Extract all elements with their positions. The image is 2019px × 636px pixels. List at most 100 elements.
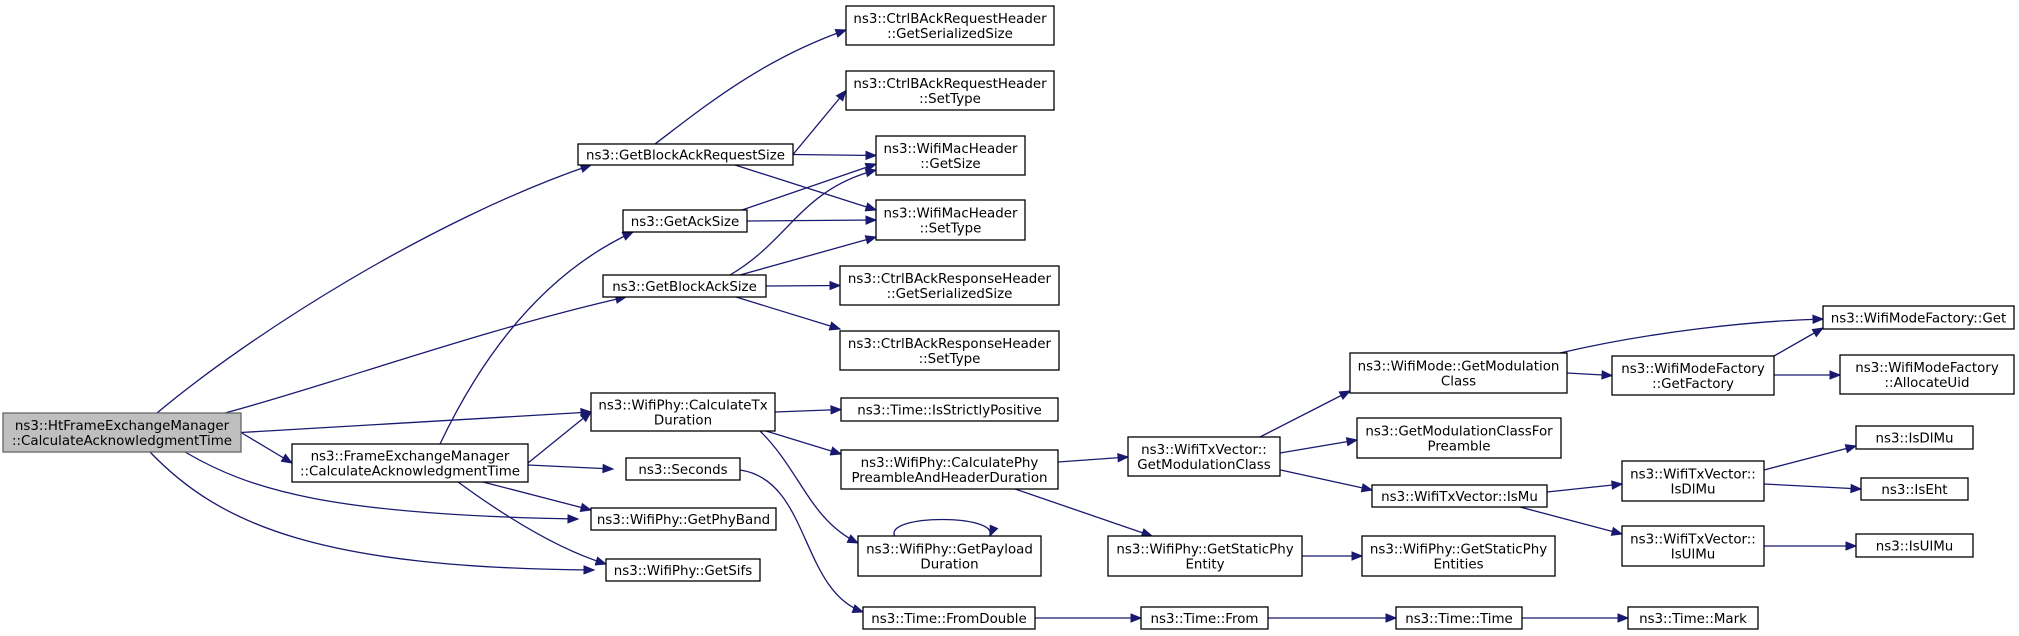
arrowhead-icon	[846, 534, 860, 544]
node-label-line: ns3::WifiMacHeader	[884, 207, 1018, 222]
node-from-double[interactable]: ns3::Time::FromDouble	[862, 606, 1036, 630]
node-is-dlmu[interactable]: ns3::IsDlMu	[1855, 425, 1974, 450]
node-seconds[interactable]: ns3::Seconds	[625, 457, 741, 481]
node-get-ba-size[interactable]: ns3::GetBlockAckSize	[602, 274, 767, 298]
edge-line	[734, 164, 877, 211]
node-label-line: ns3::WifiTxVector::	[1141, 443, 1267, 458]
node-box	[1822, 305, 2015, 330]
node-box	[1860, 477, 1969, 501]
node-box	[1349, 352, 1568, 394]
arrowhead-icon	[1850, 483, 1863, 494]
node-box	[291, 443, 529, 483]
node-factory-get[interactable]: ns3::WifiModeFactory::Get	[1822, 305, 2015, 330]
edge-get-bar-size-to-bar-ser	[654, 28, 848, 145]
node-label-line: ns3::IsEht	[1881, 483, 1947, 498]
node-box	[1611, 355, 1775, 396]
arrowhead-icon	[579, 502, 593, 512]
node-label-line: ns3::IsUlMu	[1876, 540, 1954, 555]
node-txv-ismu[interactable]: ns3::WifiTxVector::IsMu	[1371, 484, 1548, 508]
edge-line	[1014, 488, 1153, 537]
node-time-from[interactable]: ns3::Time::From	[1140, 606, 1269, 630]
nodes-layer: ns3::HtFrameExchangeManager::CalculateAc…	[2, 5, 2015, 630]
node-txv-isdlmu[interactable]: ns3::WifiTxVector::IsDlMu	[1621, 460, 1765, 502]
arrowhead-icon	[834, 28, 848, 38]
arrowhead-icon	[1117, 453, 1130, 463]
node-mac-size[interactable]: ns3::WifiMacHeader::GetSize	[875, 135, 1026, 176]
node-bresp-ser[interactable]: ns3::CtrlBAckResponseHeader::GetSerializ…	[839, 265, 1060, 306]
edge-line	[482, 481, 592, 511]
arrowhead-icon	[579, 411, 593, 423]
node-get-sifs[interactable]: ns3::WifiPhy::GetSifs	[605, 558, 761, 582]
edge-root-to-calc-tx	[240, 407, 593, 434]
arrowhead-icon	[864, 202, 878, 212]
node-root[interactable]: ns3::HtFrameExchangeManager::CalculateAc…	[2, 412, 242, 453]
node-label-line: ns3::Time::FromDouble	[871, 612, 1026, 627]
node-is-eht[interactable]: ns3::IsEht	[1860, 477, 1969, 501]
edge-line	[654, 29, 847, 145]
node-time-mark[interactable]: ns3::Time::Mark	[1627, 606, 1759, 630]
arrowhead-icon	[280, 453, 294, 464]
node-label-line: ::SetType	[919, 92, 981, 107]
node-get-factory[interactable]: ns3::WifiModeFactory::GetFactory	[1611, 355, 1775, 396]
edge-static-phy-to-static-entities	[1302, 551, 1364, 561]
edge-txv-isdlmu-to-is-dlmu	[1763, 444, 1858, 471]
node-bar-type[interactable]: ns3::CtrlBAckRequestHeader::SetType	[845, 70, 1055, 111]
node-bresp-type[interactable]: ns3::CtrlBAckResponseHeader::SetType	[839, 330, 1060, 371]
arrowhead-icon	[1360, 483, 1374, 493]
edge-txv-modclass-to-modclass-preamble	[1279, 437, 1359, 454]
node-preamble-dur[interactable]: ns3::WifiPhy::CalculatePhyPreambleAndHea…	[840, 449, 1059, 490]
node-bar-ser[interactable]: ns3::CtrlBAckRequestHeader::GetSerialize…	[845, 5, 1055, 46]
node-label-line: ns3::WifiPhy::GetPayload	[866, 543, 1033, 558]
edge-root-to-get-ba-size	[224, 294, 628, 414]
node-label-line: Entities	[1433, 558, 1483, 573]
edge-line	[1546, 483, 1623, 493]
arrowhead-icon	[864, 235, 878, 245]
arrowhead-icon	[864, 168, 878, 178]
node-time-time[interactable]: ns3::Time::Time	[1395, 606, 1523, 630]
node-mode-modclass[interactable]: ns3::WifiMode::GetModulationClass	[1349, 352, 1568, 394]
node-strictly-pos[interactable]: ns3::Time::IsStrictlyPositive	[840, 397, 1059, 422]
node-label-line: GetModulationClass	[1137, 458, 1270, 473]
edge-line	[893, 518, 991, 537]
edge-get-ack-size-to-mac-type	[746, 215, 878, 225]
node-label-line: Duration	[920, 558, 978, 573]
node-box	[875, 135, 1026, 176]
node-label-line: ::CalculateAcknowledgmentTime	[300, 465, 520, 480]
node-box	[1107, 535, 1303, 577]
edge-preamble-dur-to-static-phy	[1014, 488, 1154, 538]
node-label-line: ns3::GetBlockAckRequestSize	[586, 149, 785, 164]
node-allocate-uid[interactable]: ns3::WifiModeFactory::AllocateUid	[1839, 354, 2015, 395]
node-box	[590, 507, 777, 531]
edge-txv-ismu-to-txv-isulmu	[1519, 506, 1624, 536]
arrowhead-icon	[828, 321, 842, 331]
node-get-bar-size[interactable]: ns3::GetBlockAckRequestSize	[577, 143, 794, 166]
arrowhead-icon	[989, 524, 999, 538]
node-txv-modclass[interactable]: ns3::WifiTxVector::GetModulationClass	[1127, 436, 1281, 477]
node-phy-band[interactable]: ns3::WifiPhy::GetPhyBand	[590, 507, 777, 531]
node-txv-isulmu[interactable]: ns3::WifiTxVector::IsUlMu	[1621, 525, 1765, 567]
edge-fem-calc-to-get-ack-size	[439, 231, 635, 445]
node-label-line: ::AllocateUid	[1885, 376, 1970, 391]
arrowhead-icon	[621, 231, 635, 241]
node-label-line: ns3::GetModulationClassFor	[1365, 425, 1553, 440]
edge-fem-calc-to-get-sifs	[457, 481, 608, 566]
edge-line	[184, 451, 579, 520]
node-is-ulmu[interactable]: ns3::IsUlMu	[1855, 533, 1974, 558]
node-get-ack-size[interactable]: ns3::GetAckSize	[622, 209, 748, 233]
node-box	[590, 392, 776, 432]
arrowhead-icon	[830, 405, 843, 415]
node-box	[1627, 606, 1759, 630]
node-fem-calc[interactable]: ns3::FrameExchangeManager::CalculateAckn…	[291, 443, 529, 483]
node-label-line: ns3::WifiModeFactory::Get	[1831, 312, 2006, 327]
node-box	[1621, 460, 1765, 502]
arrowhead-icon	[1351, 551, 1364, 561]
node-box	[1356, 417, 1562, 459]
node-label-line: ::SetType	[919, 352, 981, 367]
edge-line	[240, 411, 592, 434]
node-mac-type[interactable]: ns3::WifiMacHeader::SetType	[875, 199, 1026, 241]
